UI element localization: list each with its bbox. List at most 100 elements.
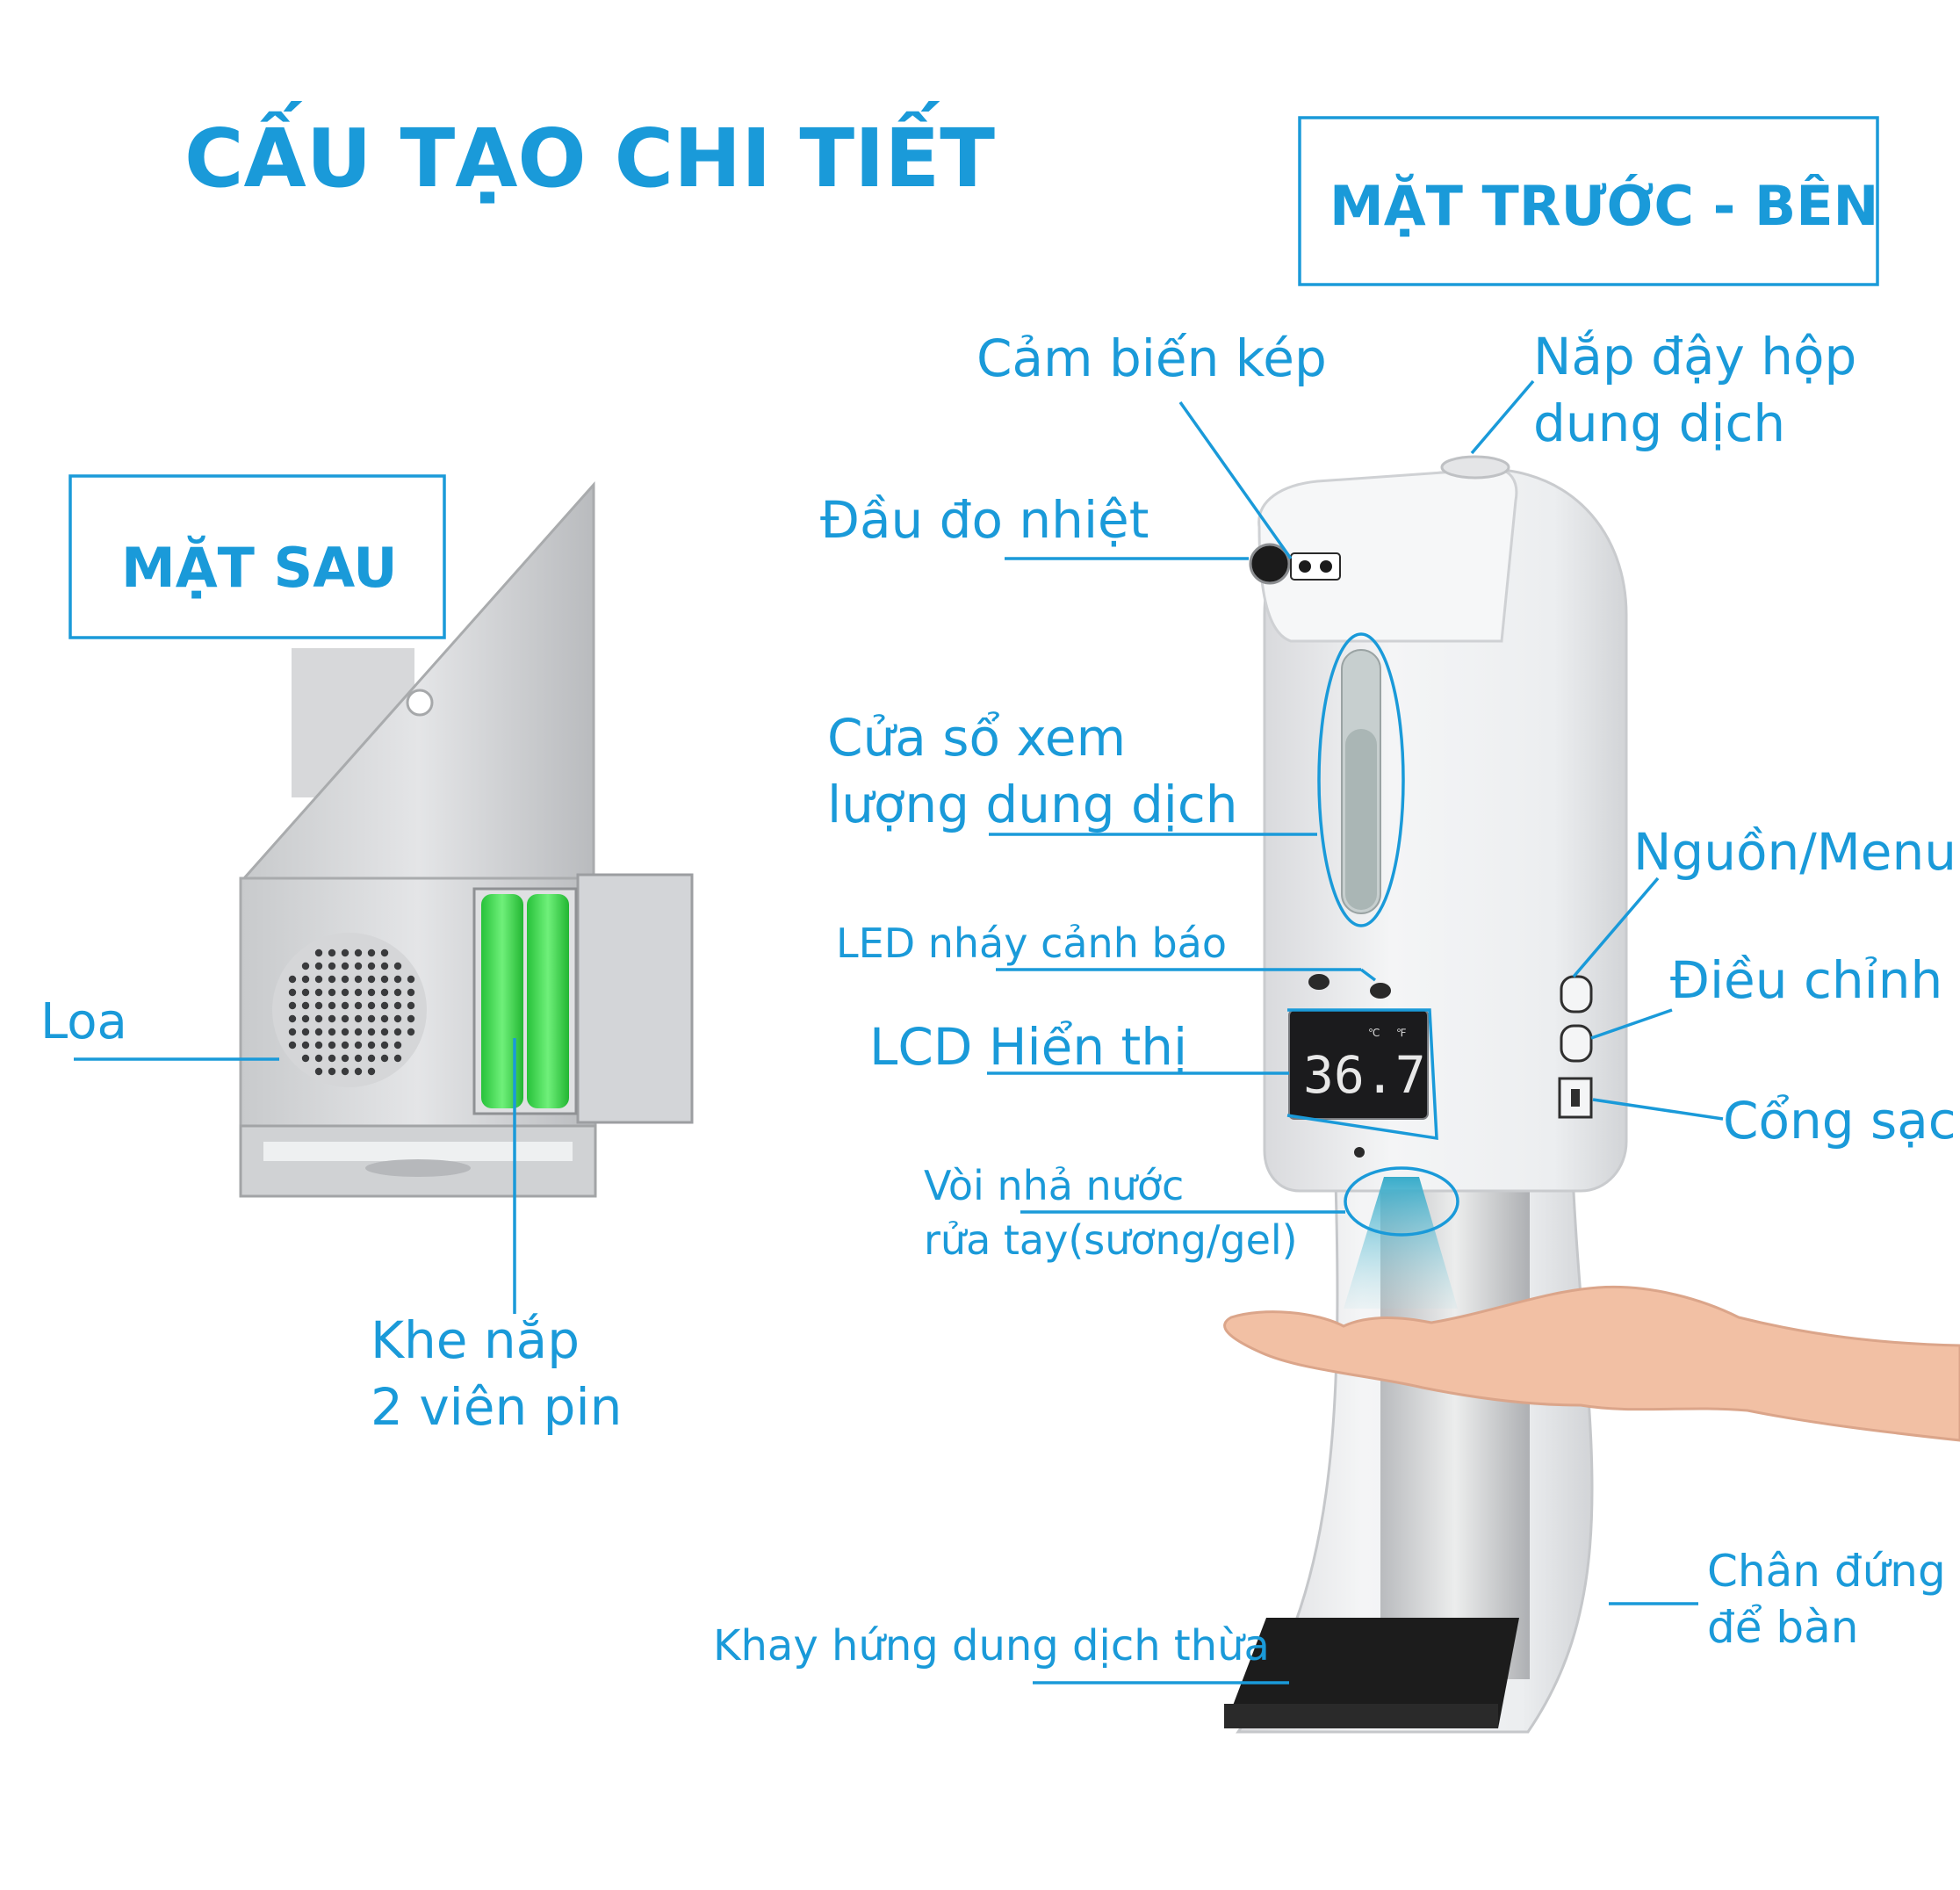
speaker-hole	[380, 988, 389, 997]
back-side-frame	[68, 474, 446, 639]
label-nozzle-line2: rửa tay(sương/gel)	[924, 1216, 1298, 1264]
speaker-hole	[407, 1001, 415, 1010]
label-window-line1: Cửa sổ xem	[827, 708, 1126, 768]
speaker-hole	[354, 962, 363, 970]
speaker-hole	[288, 975, 297, 984]
speaker-hole	[328, 1067, 336, 1076]
speaker-hole	[367, 1014, 376, 1023]
speaker-hole	[341, 962, 349, 970]
speaker-hole	[393, 1014, 402, 1023]
speaker-hole	[301, 1028, 310, 1036]
speaker-hole	[393, 1001, 402, 1010]
label-dual-sensor: Cảm biến kép	[976, 328, 1327, 388]
led-left	[1308, 974, 1329, 990]
page-title: CẤU TẠO CHI TIẾT	[184, 100, 995, 206]
speaker-hole	[354, 975, 363, 984]
speaker-hole	[314, 975, 323, 984]
front-side-title: MẶT TRƯỚC - BÊN	[1329, 173, 1878, 238]
label-charging-port: Cổng sạc	[1723, 1091, 1956, 1151]
speaker-hole	[367, 949, 376, 957]
speaker-hole	[354, 1054, 363, 1063]
speaker-hole	[328, 962, 336, 970]
led-right	[1370, 983, 1391, 999]
speaker-hole	[380, 949, 389, 957]
speaker-hole	[393, 1028, 402, 1036]
speaker-hole	[328, 1041, 336, 1050]
label-adjust: Điều chỉnh	[1670, 950, 1942, 1010]
battery-cell-icon	[527, 894, 569, 1108]
label-battery-line2: 2 viên pin	[371, 1377, 622, 1437]
label-lid-line2: dung dịch	[1533, 393, 1785, 453]
speaker-grille-icon	[272, 933, 427, 1087]
speaker-holes	[288, 949, 415, 1076]
label-lcd-display: LCD Hiển thị	[869, 1017, 1187, 1077]
speaker-hole	[367, 1054, 376, 1063]
speaker-hole	[393, 988, 402, 997]
speaker-hole	[407, 975, 415, 984]
speaker-hole	[354, 1001, 363, 1010]
label-speaker: Loa	[40, 993, 127, 1050]
speaker-hole	[301, 988, 310, 997]
speaker-hole	[407, 1014, 415, 1023]
speaker-hole	[341, 988, 349, 997]
speaker-hole	[301, 962, 310, 970]
speaker-hole	[288, 988, 297, 997]
speaker-hole	[314, 1028, 323, 1036]
label-stand-line1: Chân đứng	[1707, 1546, 1946, 1597]
speaker-hole	[380, 1001, 389, 1010]
speaker-hole	[288, 1014, 297, 1023]
label-drip-tray: Khay hứng dung dịch thừa	[713, 1621, 1270, 1670]
speaker-hole	[354, 1014, 363, 1023]
speaker-hole	[393, 962, 402, 970]
speaker-hole	[380, 962, 389, 970]
speaker-hole	[301, 1014, 310, 1023]
speaker-hole	[380, 1028, 389, 1036]
speaker-hole	[301, 1001, 310, 1010]
speaker-hole	[328, 1028, 336, 1036]
speaker-hole	[367, 975, 376, 984]
speaker-hole	[367, 1001, 376, 1010]
drip-tray	[1224, 1618, 1519, 1728]
speaker-hole	[341, 975, 349, 984]
lcd-temperature: 36.7	[1303, 1045, 1426, 1105]
back-view-device	[239, 481, 694, 1198]
speaker-hole	[380, 1041, 389, 1050]
speaker-hole	[354, 1067, 363, 1076]
speaker-hole	[341, 1067, 349, 1076]
lcd-unit-c: ℃	[1368, 1027, 1380, 1039]
speaker-hole	[314, 949, 323, 957]
label-power-menu: Nguồn/Menu	[1633, 822, 1956, 882]
speaker-hole	[341, 949, 349, 957]
speaker-hole	[328, 975, 336, 984]
speaker-hole	[354, 1028, 363, 1036]
speaker-hole	[314, 1067, 323, 1076]
speaker-hole	[393, 975, 402, 984]
speaker-hole	[288, 1041, 297, 1050]
label-stand-line2: để bàn	[1707, 1602, 1858, 1653]
speaker-hole	[314, 1054, 323, 1063]
speaker-hole	[354, 988, 363, 997]
speaker-hole	[328, 1054, 336, 1063]
label-nozzle-line1: Vòi nhả nước	[924, 1162, 1184, 1209]
speaker-hole	[314, 1014, 323, 1023]
speaker-hole	[328, 988, 336, 997]
power-menu-button	[1560, 975, 1593, 1014]
speaker-hole	[301, 975, 310, 984]
speaker-hole	[288, 1028, 297, 1036]
lid-button	[1440, 455, 1510, 480]
spray-mist-icon	[1344, 1177, 1458, 1309]
speaker-hole	[367, 1041, 376, 1050]
label-window-line2: lượng dung dịch	[827, 775, 1238, 834]
speaker-hole	[341, 1001, 349, 1010]
speaker-hole	[380, 975, 389, 984]
speaker-hole	[328, 1001, 336, 1010]
speaker-hole	[367, 1067, 376, 1076]
speaker-hole	[314, 962, 323, 970]
speaker-hole	[328, 949, 336, 957]
back-side-title: MẶT SAU	[121, 535, 398, 600]
label-lid-line1: Nắp đậy hộp	[1533, 327, 1856, 386]
speaker-hole	[314, 1001, 323, 1010]
speaker-hole	[341, 1014, 349, 1023]
speaker-hole	[380, 1054, 389, 1063]
